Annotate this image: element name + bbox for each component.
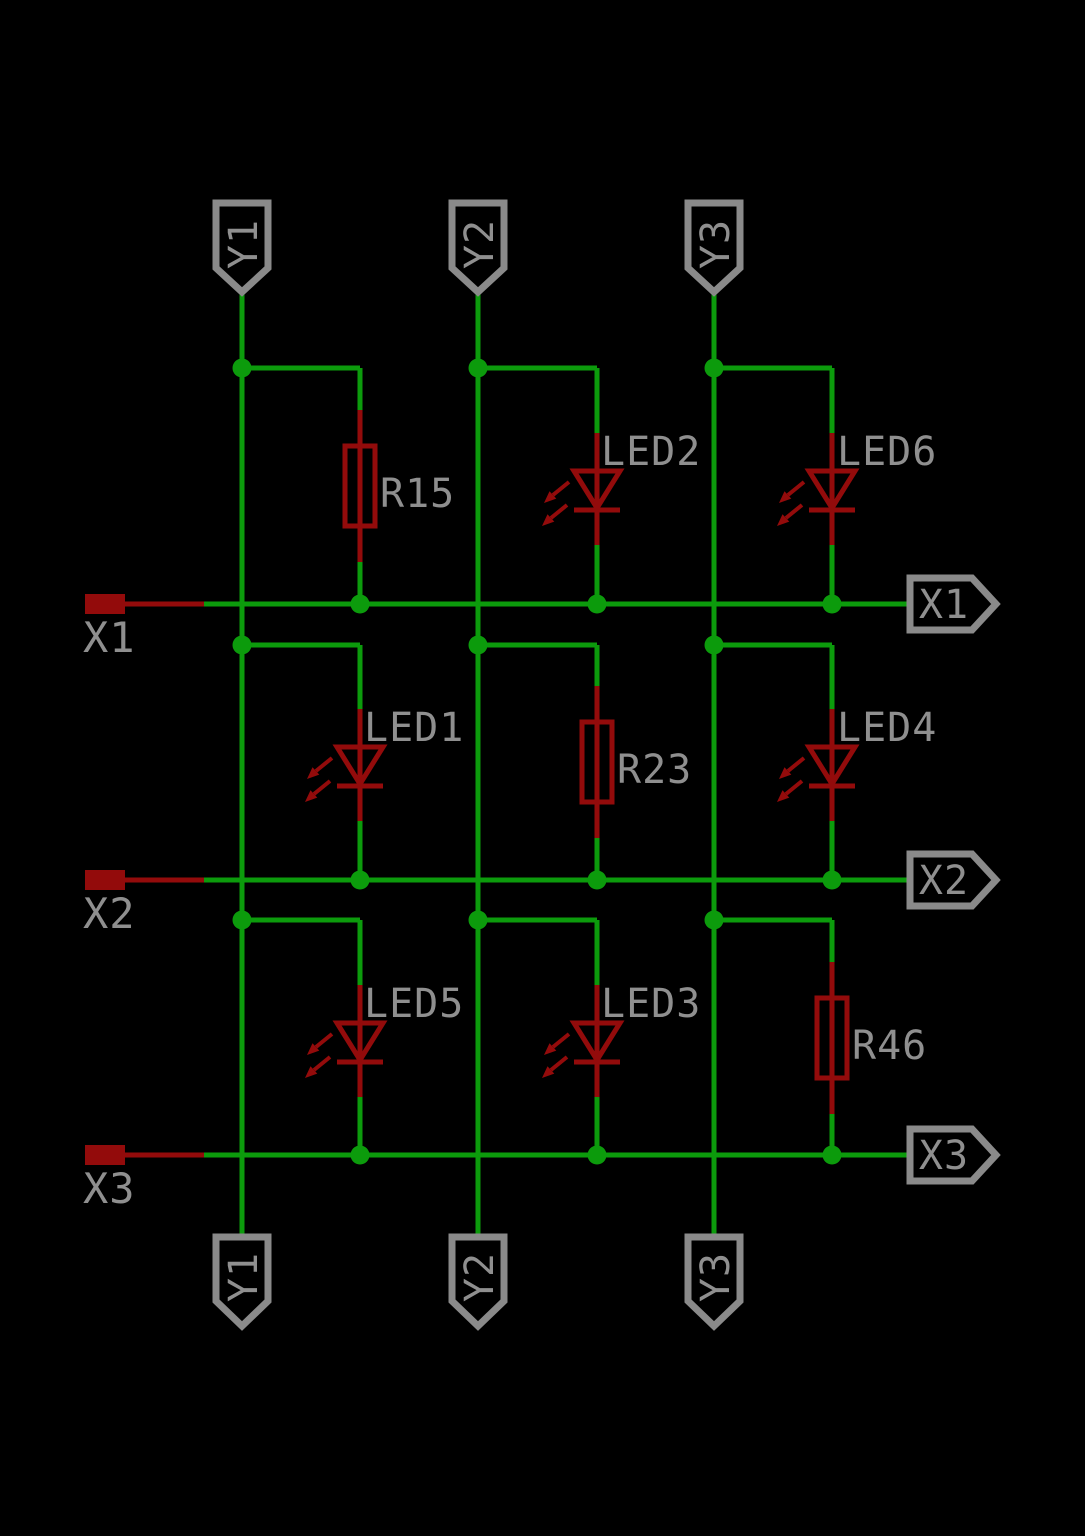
net-flag-x3-right[interactable]: X3 xyxy=(910,1129,996,1181)
net-flag-label-y1-top: Y1 xyxy=(221,219,267,269)
component-label-R23: R23 xyxy=(617,747,692,793)
net-flag-label-x2: X2 xyxy=(919,858,969,904)
component-LED4[interactable]: LED4 xyxy=(777,705,937,821)
net-flag-y3-top[interactable]: Y3 xyxy=(688,203,740,292)
net-flag-label-y2-top: Y2 xyxy=(457,219,503,269)
net-flag-label-y1-bottom: Y1 xyxy=(221,1252,267,1302)
component-R23[interactable]: R23 xyxy=(582,686,692,838)
junction-dot xyxy=(704,910,724,930)
pin-pad xyxy=(85,870,125,890)
net-flag-y2-top[interactable]: Y2 xyxy=(452,203,504,292)
pin-label-x1: X1 xyxy=(83,613,136,662)
component-R15[interactable]: R15 xyxy=(345,410,455,562)
component-LED5[interactable]: LED5 xyxy=(305,981,464,1097)
junction-dot xyxy=(587,594,607,614)
component-label-LED4: LED4 xyxy=(837,705,937,751)
junction-dot xyxy=(350,870,370,890)
junction-dot xyxy=(822,594,842,614)
pin-x3[interactable]: X3 xyxy=(83,1145,204,1213)
junction-dot xyxy=(587,1145,607,1165)
component-R46[interactable]: R46 xyxy=(817,962,927,1114)
net-flag-label-x1: X1 xyxy=(919,582,969,628)
pin-label-x2: X2 xyxy=(83,889,136,938)
net-flag-label-y3-bottom: Y3 xyxy=(693,1252,739,1302)
pin-pad xyxy=(85,1145,125,1165)
pin-pad xyxy=(85,594,125,614)
junction-dot xyxy=(232,910,252,930)
component-LED6[interactable]: LED6 xyxy=(777,429,937,545)
junction-dot xyxy=(350,1145,370,1165)
net-flag-label-y2-bottom: Y2 xyxy=(457,1252,503,1302)
pin-x1[interactable]: X1 xyxy=(83,594,204,662)
net-flag-y1-top[interactable]: Y1 xyxy=(216,203,268,292)
junction-dot xyxy=(468,910,488,930)
net-flag-label-y3-top: Y3 xyxy=(693,219,739,269)
component-LED1[interactable]: LED1 xyxy=(305,705,464,821)
component-label-LED3: LED3 xyxy=(601,981,701,1027)
junction-dot xyxy=(587,870,607,890)
pin-label-x3: X3 xyxy=(83,1164,136,1213)
junction-dot xyxy=(468,635,488,655)
net-flag-x2-right[interactable]: X2 xyxy=(910,854,996,906)
net-flag-y2-bottom[interactable]: Y2 xyxy=(452,1237,504,1326)
component-label-LED5: LED5 xyxy=(364,981,464,1027)
component-label-R46: R46 xyxy=(852,1023,927,1069)
junction-dot xyxy=(468,358,488,378)
component-label-LED2: LED2 xyxy=(601,429,701,475)
net-flag-y1-bottom[interactable]: Y1 xyxy=(216,1237,268,1326)
component-label-R15: R15 xyxy=(380,471,455,517)
component-LED3[interactable]: LED3 xyxy=(542,981,701,1097)
pin-x2[interactable]: X2 xyxy=(83,870,204,938)
junction-dot xyxy=(822,870,842,890)
component-LED2[interactable]: LED2 xyxy=(542,429,701,545)
component-label-LED1: LED1 xyxy=(364,705,464,751)
junction-dot xyxy=(350,594,370,614)
net-flag-x1-right[interactable]: X1 xyxy=(910,578,996,630)
net-flag-y3-bottom[interactable]: Y3 xyxy=(688,1237,740,1326)
junction-dot xyxy=(232,358,252,378)
junction-dot xyxy=(822,1145,842,1165)
junction-dot xyxy=(704,358,724,378)
junction-dot xyxy=(232,635,252,655)
junction-dot xyxy=(704,635,724,655)
net-flag-label-x3: X3 xyxy=(919,1133,969,1179)
component-label-LED6: LED6 xyxy=(837,429,937,475)
